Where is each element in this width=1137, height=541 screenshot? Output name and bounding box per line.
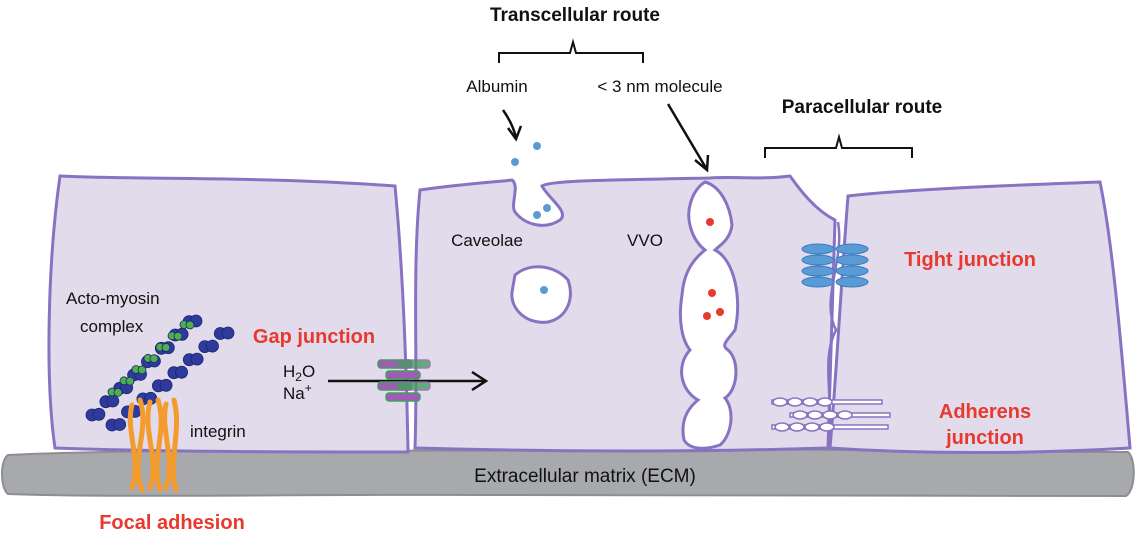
gap-junction-label: Gap junction xyxy=(253,326,375,348)
tight-junction-strand xyxy=(801,254,835,266)
actin-bead xyxy=(92,407,106,421)
cell-left xyxy=(47,174,410,454)
cell-right xyxy=(828,180,1132,454)
actin-bead xyxy=(175,365,189,379)
cell-middle xyxy=(413,174,837,453)
myosin-bead xyxy=(149,354,159,364)
tight-junction-strand xyxy=(801,265,835,277)
integrin-strand xyxy=(127,402,138,491)
albumin-arrow xyxy=(501,109,518,139)
actin-bead xyxy=(221,326,235,340)
acto-myosin-label-line1: Acto-myosin xyxy=(66,289,160,308)
actin-bead xyxy=(206,339,219,353)
integrin-strand xyxy=(145,399,156,491)
h2o-h: H xyxy=(283,362,295,381)
molecule-dot xyxy=(708,289,716,297)
albumin-dot xyxy=(511,158,519,166)
albumin-dot xyxy=(533,142,541,150)
tight-junction-label: Tight junction xyxy=(904,249,1036,271)
myosin-bead xyxy=(125,376,135,386)
small-molecule-dots xyxy=(703,218,724,320)
na-label: Na+ xyxy=(283,381,312,403)
actin-bead xyxy=(159,378,173,392)
tight-junction-strand xyxy=(801,276,835,288)
albumin-dot xyxy=(543,204,551,212)
connexon xyxy=(395,381,431,391)
albumin-dot xyxy=(540,286,548,294)
tight-junction-strand xyxy=(835,276,869,288)
albumin-arrowhead xyxy=(506,125,523,142)
cadherin xyxy=(837,410,853,420)
cadherin xyxy=(804,422,820,432)
myosin-bead xyxy=(173,331,183,341)
vvo-label: VVO xyxy=(627,231,663,250)
albumin-dots xyxy=(511,142,551,294)
integrin-label: integrin xyxy=(190,422,246,441)
molecule-dot xyxy=(706,218,714,226)
caveola-vesicle xyxy=(510,265,572,324)
connexon xyxy=(385,370,421,380)
route-arrows xyxy=(328,103,710,392)
cadherin xyxy=(787,397,803,407)
integrin-strand xyxy=(162,401,172,491)
myosin-bead xyxy=(137,365,147,375)
albumin-dot xyxy=(533,211,541,219)
cadherin xyxy=(772,397,788,407)
actin-bead xyxy=(106,394,120,408)
na-superscript: + xyxy=(305,381,312,395)
actin-bead xyxy=(190,352,204,366)
na-text: Na xyxy=(283,384,305,403)
cadherin xyxy=(807,410,823,420)
cadherin xyxy=(802,397,818,407)
tight-junction-strands xyxy=(801,243,869,288)
albumin-label: Albumin xyxy=(466,77,527,96)
h2o-subscript: 2 xyxy=(295,370,302,384)
tight-junction-strand xyxy=(835,254,869,266)
cadherin xyxy=(817,397,833,407)
small-molecule-label: < 3 nm molecule xyxy=(597,77,722,96)
connexon xyxy=(385,392,421,402)
adherens-label-line2: junction xyxy=(945,427,1024,449)
h2o-label: H2O xyxy=(283,362,315,384)
transcellular-route-title: Transcellular route xyxy=(490,5,660,26)
acto-myosin-label-line2: complex xyxy=(80,317,144,336)
h2o-o: O xyxy=(302,362,315,381)
tight-junction-strand xyxy=(835,243,869,255)
caveolae-label: Caveolae xyxy=(451,231,523,250)
integrin-strand xyxy=(135,397,146,493)
adherens-junction xyxy=(771,397,891,432)
cadherin xyxy=(789,422,805,432)
molecule-dot xyxy=(716,308,724,316)
connexon xyxy=(395,359,431,369)
focal-adhesion-label: Focal adhesion xyxy=(99,512,245,534)
gap-junction-channels xyxy=(377,359,431,402)
transcellular-bracket xyxy=(498,38,644,63)
integrin-strand xyxy=(170,397,180,493)
actin-bead xyxy=(113,418,127,431)
ecm-label: Extracellular matrix (ECM) xyxy=(474,466,696,487)
myosin-bead xyxy=(113,387,123,397)
gap-junction-arrowhead xyxy=(471,370,489,392)
integrin-bundle xyxy=(127,397,180,493)
paracellular-route-title: Paracellular route xyxy=(782,97,943,118)
tight-junction-strand xyxy=(801,243,835,255)
cadherin xyxy=(774,422,790,432)
tight-junction-strand xyxy=(835,265,869,277)
myosin-bead xyxy=(185,320,195,330)
cadherin xyxy=(822,410,838,420)
adherens-label-line1: Adherens xyxy=(939,401,1031,423)
paracellular-bracket xyxy=(764,133,913,158)
cadherin xyxy=(819,422,835,432)
cadherin xyxy=(792,410,808,420)
molecule-arrowhead xyxy=(694,154,710,173)
molecule-dot xyxy=(703,312,711,320)
integrin-strand xyxy=(154,397,164,493)
myosin-bead xyxy=(161,343,171,352)
molecule-arrow xyxy=(666,103,708,169)
